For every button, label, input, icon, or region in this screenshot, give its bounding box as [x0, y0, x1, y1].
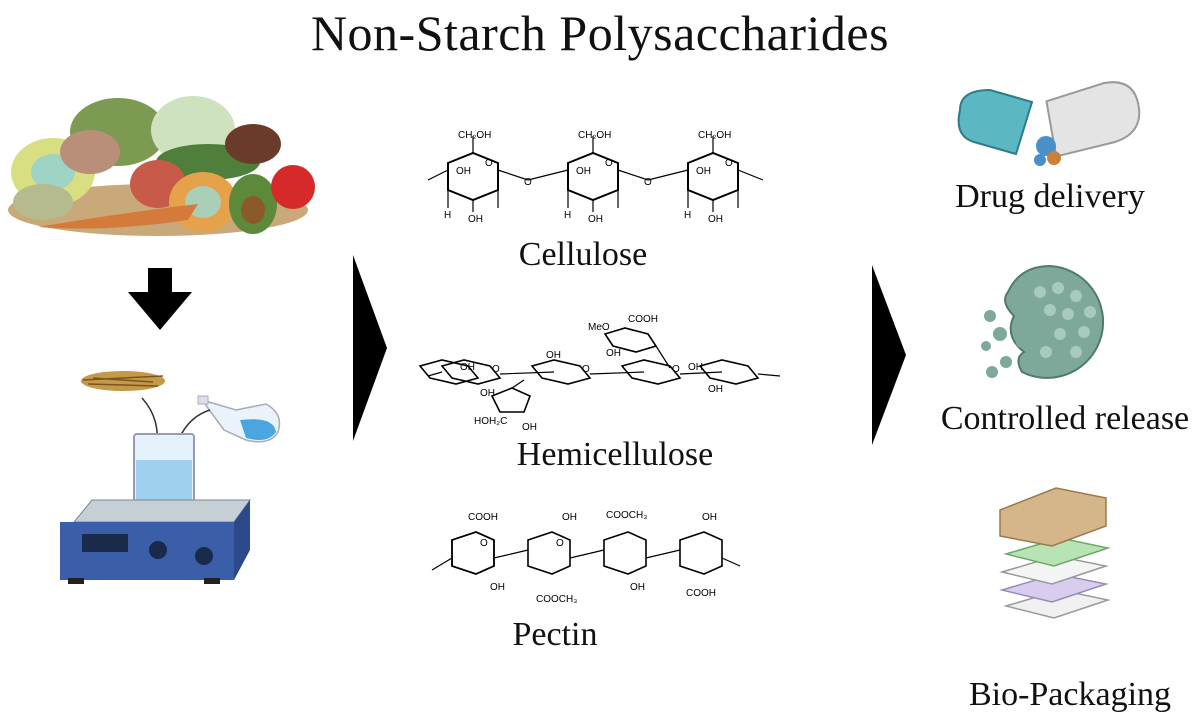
pectin-cooch3-2: COOCH₃: [606, 510, 647, 521]
pectin-structure: COOH COOH COOCH₃ COOCH₃ OH OH OH OH O O: [431, 510, 741, 605]
pectin-ring-o-2: O: [556, 538, 564, 549]
controlled-release-label: Controlled release: [940, 400, 1190, 437]
down-arrow-icon: [128, 268, 192, 330]
cellulose-ring-o-3: O: [725, 158, 733, 169]
pectin-oh-1: OH: [562, 512, 577, 523]
cellulose-h-3: H: [684, 210, 691, 221]
cellulose-group-ch2oh-2: CH₂OH: [578, 130, 611, 141]
cellulose-ring-o-1: O: [485, 158, 493, 169]
hemicellulose-label: Hemicellulose: [516, 436, 714, 473]
cellulose-oh-5: OH: [588, 214, 603, 225]
cellulose-oh-3: OH: [696, 166, 711, 177]
pectin-label: Pectin: [512, 616, 598, 653]
cellulose-link-o-2: O: [644, 177, 652, 188]
sphere-release-icon: [981, 264, 1105, 379]
hemicellulose-oh-1: OH: [606, 348, 621, 359]
hemicellulose-oh-6: OH: [708, 384, 723, 395]
flask-icon: [197, 395, 281, 443]
pectin-oh-2: OH: [702, 512, 717, 523]
fiber-icon: [81, 371, 165, 391]
pectin-cooh-2: COOH: [686, 588, 716, 599]
hemicellulose-link-o-2: O: [582, 364, 590, 375]
hemicellulose-meo: MeO: [588, 322, 610, 333]
cellulose-oh-1: OH: [456, 166, 471, 177]
pectin-ring-o-1: O: [480, 538, 488, 549]
cellulose-oh-2: OH: [576, 166, 591, 177]
figure-title: Non-Starch Polysaccharides: [310, 5, 890, 61]
hemicellulose-cooh: COOH: [628, 314, 658, 325]
vegetables-icon: [8, 96, 315, 236]
cellulose-oh-6: OH: [708, 214, 723, 225]
pectin-oh-4: OH: [630, 582, 645, 593]
process-arrow-2: [872, 265, 906, 445]
cellulose-h-1: H: [444, 210, 451, 221]
cellulose-ring-o-2: O: [605, 158, 613, 169]
hemicellulose-structure: MeO COOH OH OH OH OH OH OH OH HOH₂C O O …: [418, 314, 781, 433]
pectin-cooh-1: COOH: [468, 512, 498, 523]
cellulose-link-o-1: O: [524, 177, 532, 188]
pectin-cooch3-1: COOCH₃: [536, 594, 577, 605]
cellulose-oh-4: OH: [468, 214, 483, 225]
cellulose-group-ch2oh-1: CH₂OH: [458, 130, 491, 141]
pectin-oh-3: OH: [490, 582, 505, 593]
hotplate-stirrer-icon: [60, 433, 251, 584]
hemicellulose-oh-7: OH: [522, 422, 537, 433]
packaging-layers-icon: [999, 487, 1111, 619]
cellulose-structure: CH₂OH CH₂OH CH₂OH O O O O O OH OH OH OH …: [427, 130, 764, 225]
hemicellulose-hoh2c: HOH₂C: [474, 416, 507, 427]
cellulose-label: Cellulose: [518, 236, 648, 273]
cellulose-group-ch2oh-3: CH₂OH: [698, 130, 731, 141]
hemicellulose-oh-3: OH: [546, 350, 561, 361]
hemicellulose-oh-4: OH: [688, 362, 703, 373]
bio-packaging-label: Bio-Packaging: [968, 676, 1172, 713]
hemicellulose-link-o-3: O: [672, 364, 680, 375]
hemicellulose-oh-5: OH: [480, 388, 495, 399]
hemicellulose-oh-2: OH: [460, 362, 475, 373]
process-arrow-1: [353, 255, 387, 441]
drug-delivery-label: Drug delivery: [955, 178, 1145, 215]
cellulose-h-2: H: [564, 210, 571, 221]
capsule-icon: [957, 81, 1141, 166]
hemicellulose-link-o-1: O: [492, 364, 500, 375]
